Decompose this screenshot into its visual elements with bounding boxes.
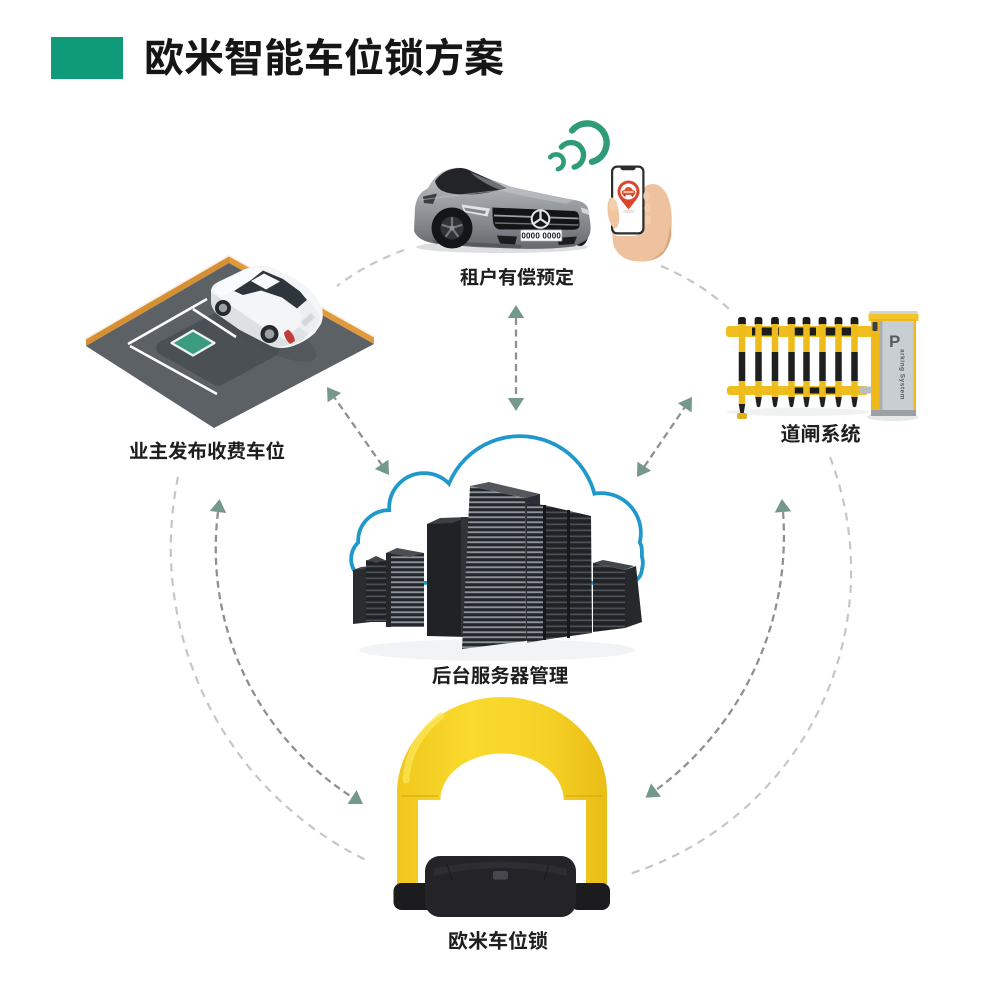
svg-text:0000 0000: 0000 0000	[521, 232, 561, 241]
svg-text:arking System: arking System	[899, 349, 906, 400]
svg-text:P: P	[889, 332, 900, 351]
